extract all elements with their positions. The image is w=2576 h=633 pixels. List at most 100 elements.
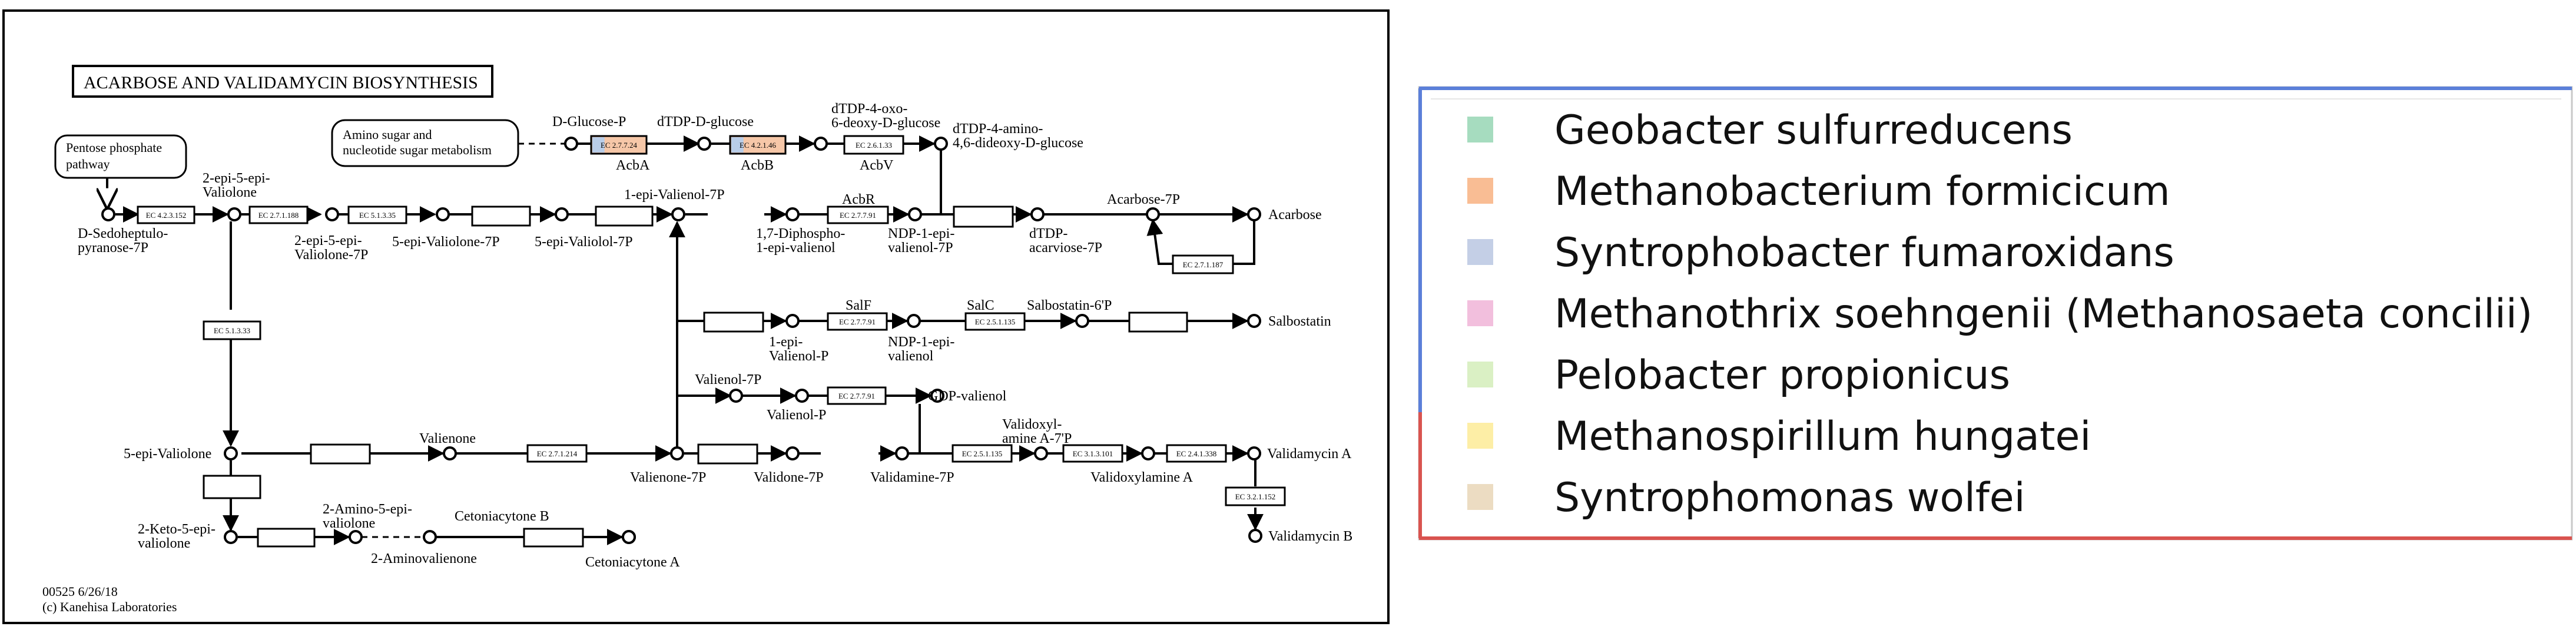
compound-node-c32[interactable] bbox=[224, 530, 238, 544]
enzyme-e19[interactable]: EC 2.7.1.214 bbox=[526, 444, 588, 463]
map-box-pentose[interactable] bbox=[54, 134, 187, 179]
enzyme-e5[interactable] bbox=[595, 206, 654, 227]
compound-label-c11: 1,7-Diphospho-1-epi-valienol bbox=[756, 226, 845, 256]
compound-node-c12[interactable] bbox=[908, 207, 922, 221]
compound-node-c11[interactable] bbox=[785, 207, 800, 221]
enzyme-e20[interactable] bbox=[697, 443, 758, 465]
legend-swatch bbox=[1467, 423, 1493, 449]
legend-label: Pelobacter propionicus bbox=[1554, 352, 2010, 399]
compound-node-c27[interactable] bbox=[895, 446, 909, 460]
enzyme-e17[interactable]: EC 2.7.7.91 bbox=[827, 386, 887, 405]
enzyme-e1[interactable]: EC 4.2.3.152 bbox=[137, 206, 195, 224]
compound-node-c31[interactable] bbox=[1248, 529, 1262, 543]
compound-label-c1: D-Sedoheptulo-pyranose-7P bbox=[78, 226, 168, 256]
legend-items: Geobacter sulfurreducensMethanobacterium… bbox=[1467, 107, 2532, 521]
enzyme-label: EC 2.4.1.338 bbox=[1176, 449, 1217, 458]
enzyme-label: EC 2.7.1.188 bbox=[258, 211, 299, 220]
compound-node-c1[interactable] bbox=[101, 207, 115, 221]
gene-label-salc: SalC bbox=[967, 298, 994, 313]
compound-node-c16[interactable] bbox=[785, 314, 800, 328]
enzyme-e3[interactable]: EC 5.1.3.35 bbox=[347, 206, 407, 224]
compound-label-c25: Valienone-7P bbox=[630, 470, 706, 485]
legend-item: Geobacter sulfurreducens bbox=[1467, 107, 2073, 154]
compound-node-c9[interactable] bbox=[814, 137, 828, 151]
enzyme-label: EC 2.7.7.91 bbox=[839, 317, 876, 326]
enzyme-e15[interactable] bbox=[1128, 311, 1188, 333]
compound-label-c9: dTDP-4-oxo-6-deoxy-D-glucose bbox=[831, 101, 940, 131]
compound-node-c34[interactable] bbox=[423, 530, 437, 544]
compound-node-c24[interactable] bbox=[443, 446, 457, 460]
compound-node-c18[interactable] bbox=[1075, 314, 1089, 328]
compound-label-c17: NDP-1-epi-valienol bbox=[888, 334, 954, 364]
legend-item: Pelobacter propionicus bbox=[1467, 352, 2010, 399]
compound-node-c29[interactable] bbox=[1141, 446, 1155, 460]
compound-node-c20[interactable] bbox=[729, 389, 743, 403]
compound-node-c26[interactable] bbox=[785, 446, 800, 460]
compound-label-c30: Validamycin A bbox=[1267, 446, 1352, 462]
enzyme-e24[interactable] bbox=[203, 475, 261, 499]
gene-label-acbv: AcbV bbox=[860, 158, 894, 173]
compound-label-c31: Validamycin B bbox=[1268, 529, 1352, 544]
enzyme-e21[interactable]: EC 2.5.1.135 bbox=[952, 444, 1013, 463]
compound-node-c15[interactable] bbox=[1247, 207, 1261, 221]
compound-nodes bbox=[101, 137, 1262, 544]
enzyme-e14[interactable]: EC 2.5.1.135 bbox=[964, 312, 1026, 331]
enzyme-e18[interactable] bbox=[310, 443, 371, 465]
compound-node-c10[interactable] bbox=[934, 137, 948, 151]
compound-node-c4[interactable] bbox=[436, 207, 450, 221]
compound-node-c17[interactable] bbox=[907, 314, 921, 328]
map-box-amino-sugar[interactable] bbox=[331, 119, 519, 167]
legend-label: Methanospirillum hungatei bbox=[1554, 413, 2091, 460]
enzyme-label: EC 5.1.3.33 bbox=[214, 326, 250, 335]
compound-node-c21[interactable] bbox=[795, 389, 809, 403]
compound-node-c22[interactable] bbox=[930, 389, 944, 403]
gene-label-acbr: AcbR bbox=[842, 192, 875, 207]
enzyme-e9[interactable]: EC 2.7.7.91 bbox=[827, 206, 889, 224]
legend-label: Geobacter sulfurreducens bbox=[1554, 107, 2073, 154]
enzyme-e8[interactable]: EC 2.6.1.33 bbox=[843, 135, 904, 155]
compound-node-c6[interactable] bbox=[671, 207, 685, 221]
compound-node-c33[interactable] bbox=[349, 530, 363, 544]
enzyme-e16[interactable]: EC 5.1.3.33 bbox=[203, 320, 261, 340]
compound-label-c7: D-Glucose-P bbox=[552, 114, 626, 130]
compound-node-c7[interactable] bbox=[564, 137, 578, 151]
compound-node-c28[interactable] bbox=[1034, 446, 1048, 460]
enzyme-e10[interactable] bbox=[953, 206, 1014, 228]
enzyme-e6[interactable]: EC 2.7.7.24 bbox=[590, 135, 648, 155]
enzyme-e26[interactable] bbox=[523, 528, 584, 548]
legend-swatch bbox=[1467, 484, 1493, 510]
compound-node-c3[interactable] bbox=[325, 207, 339, 221]
compound-label-c20: Valienol-7P bbox=[695, 372, 761, 387]
compound-node-c30[interactable] bbox=[1247, 446, 1261, 460]
enzyme-e25[interactable] bbox=[257, 528, 316, 548]
organism-legend: Geobacter sulfurreducensMethanobacterium… bbox=[1418, 86, 2573, 541]
enzyme-e2[interactable]: EC 2.7.1.188 bbox=[248, 206, 309, 224]
enzyme-e4[interactable] bbox=[471, 206, 531, 227]
compound-label-c26: Validone-7P bbox=[754, 470, 824, 485]
compound-label-c16: 1-epi-Valienol-P bbox=[769, 334, 828, 364]
compound-node-c19[interactable] bbox=[1247, 314, 1261, 328]
enzyme-label: EC 2.6.1.33 bbox=[856, 141, 892, 150]
compound-node-c25[interactable] bbox=[670, 446, 684, 460]
compound-label-c6: 1-epi-Valienol-7P bbox=[624, 187, 725, 203]
enzyme-e7[interactable]: EC 4.2.1.46 bbox=[729, 135, 787, 155]
legend-swatch bbox=[1467, 117, 1493, 142]
enzyme-e22[interactable]: EC 3.1.3.101 bbox=[1062, 444, 1123, 463]
compound-node-c14[interactable] bbox=[1146, 207, 1160, 221]
compound-node-c8[interactable] bbox=[697, 137, 711, 151]
enzyme-label: EC 4.2.3.152 bbox=[146, 211, 187, 220]
enzyme-e27[interactable]: EC 3.2.1.152 bbox=[1225, 486, 1286, 506]
compound-label-c22: GDP-valienol bbox=[928, 389, 1007, 404]
legend-label: Methanothrix soehngenii (Methanosaeta co… bbox=[1554, 291, 2532, 337]
enzyme-e11[interactable]: EC 2.7.1.187 bbox=[1172, 254, 1234, 274]
compound-node-c5[interactable] bbox=[555, 207, 569, 221]
enzyme-e12[interactable] bbox=[703, 311, 764, 333]
compound-node-c36[interactable] bbox=[622, 530, 636, 544]
gene-labels: AcbA AcbB AcbV AcbR SalF SalC bbox=[616, 158, 994, 313]
compound-node-c23[interactable] bbox=[224, 446, 238, 460]
compound-node-c2[interactable] bbox=[227, 207, 241, 221]
gene-label-acba: AcbA bbox=[616, 158, 650, 173]
compound-node-c13[interactable] bbox=[1030, 207, 1045, 221]
enzyme-e23[interactable]: EC 2.4.1.338 bbox=[1166, 444, 1227, 463]
enzyme-e13[interactable]: EC 2.7.7.91 bbox=[827, 312, 888, 331]
